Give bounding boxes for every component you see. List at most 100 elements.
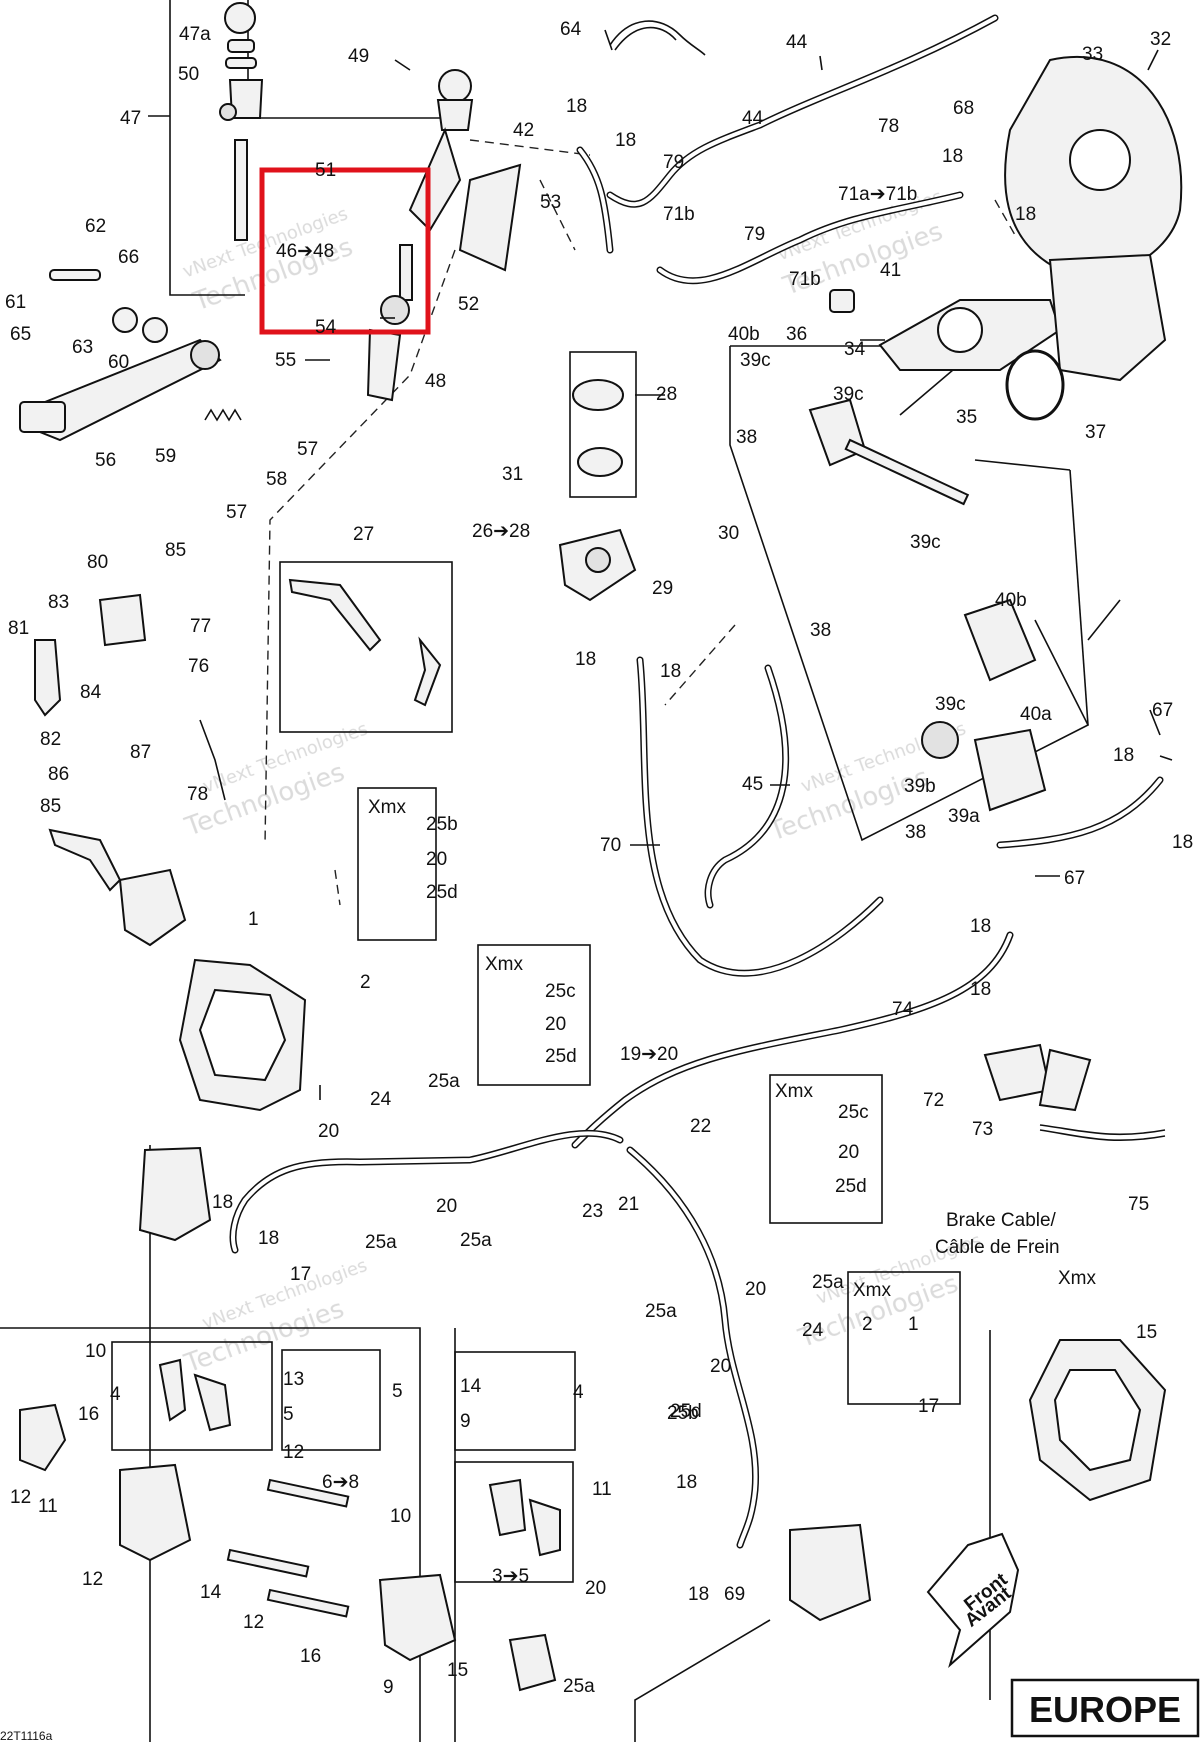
callout: 20 [745, 1279, 766, 1300]
xmx-inset-3 [769, 1074, 883, 1224]
callout: 5 [392, 1381, 403, 1402]
callout: 37 [1085, 422, 1106, 443]
figure-code: 22T1116a [0, 1729, 53, 1742]
callout: 72 [923, 1090, 944, 1111]
callout: 10 [390, 1506, 411, 1527]
callout: 17 [290, 1264, 311, 1285]
callout: 57 [226, 502, 247, 523]
callout: 4 [573, 1382, 584, 1403]
callout: 20 [436, 1196, 457, 1217]
callout: 44 [742, 108, 764, 129]
callout: 18 [1113, 745, 1134, 766]
callout: 49 [348, 46, 369, 67]
callout: 25a [460, 1230, 492, 1251]
callout: 79 [744, 224, 765, 245]
xmx-title: Xmx [775, 1081, 814, 1102]
callout: 80 [87, 552, 108, 573]
front-arrow: Front Avant [926, 1532, 1020, 1669]
callout: 66 [118, 247, 139, 268]
callout: 1 [908, 1314, 919, 1335]
callout: 40b [995, 590, 1027, 611]
callout: 63 [72, 337, 93, 358]
callout: 18 [676, 1472, 697, 1493]
callout: 5 [283, 1404, 294, 1425]
callout: 86 [48, 764, 69, 785]
callout: 76 [188, 656, 209, 677]
callout: 13 [283, 1369, 304, 1390]
callout: 15 [1136, 1322, 1157, 1343]
callout: 9 [460, 1411, 471, 1432]
callout: 47 [120, 108, 141, 129]
callout-labels: 47a 50 47 49 64 44 32 33 51 46➔48 53 52 … [5, 19, 1193, 1698]
callout: 39c [833, 384, 864, 405]
callout: 58 [266, 469, 287, 490]
callout: 40b [728, 324, 760, 345]
callout: 25d [426, 882, 458, 903]
callout: 67 [1064, 868, 1085, 889]
callout: 20 [426, 849, 447, 870]
callout: 71b [663, 204, 695, 225]
brake-cable-label: Brake Cable/ [946, 1210, 1057, 1231]
callout: 24 [370, 1089, 392, 1110]
callout: 82 [40, 729, 61, 750]
callout: 41 [880, 260, 901, 281]
callout: 2 [862, 1314, 873, 1335]
callout: 12 [10, 1487, 31, 1508]
callout: 39c [935, 694, 966, 715]
inset-frames [0, 0, 1090, 1742]
callout: 18 [688, 1584, 709, 1605]
callout: 34 [844, 339, 866, 360]
callout: 61 [5, 292, 26, 313]
callout: 20 [318, 1121, 339, 1142]
callout: 25a [645, 1301, 677, 1322]
callout: 56 [95, 450, 116, 471]
callout: 25a [812, 1272, 844, 1293]
callout: 33 [1082, 44, 1103, 65]
parts [19, 2, 1183, 1692]
callout: 71b [789, 269, 821, 290]
callout: 21 [618, 1194, 639, 1215]
callout: 18 [615, 130, 636, 151]
callout: 68 [953, 98, 974, 119]
callout: 83 [48, 592, 69, 613]
callout: 25c [545, 981, 576, 1002]
callout: 25a [365, 1232, 397, 1253]
callout: 4 [110, 1384, 121, 1405]
brake-lines [199, 14, 1166, 1549]
callout: 47a [179, 24, 211, 45]
callout: 12 [243, 1612, 264, 1633]
callout: 25d [670, 1401, 702, 1422]
callout: 16 [300, 1646, 321, 1667]
xmx-inset-2 [477, 944, 591, 1086]
callout: 25d [835, 1176, 867, 1197]
callout: 25d [545, 1046, 577, 1067]
callout: 18 [970, 979, 991, 1000]
callout: 60 [108, 352, 129, 373]
callout: 81 [8, 618, 29, 639]
callout: 11 [38, 1496, 58, 1517]
callout: 48 [425, 371, 446, 392]
callout: 30 [718, 523, 739, 544]
callout: 75 [1128, 1194, 1149, 1215]
callout: 79 [663, 152, 684, 173]
callout: 14 [200, 1582, 222, 1603]
callout: 2 [360, 972, 371, 993]
callout: 52 [458, 294, 479, 315]
callout: 39b [904, 776, 936, 797]
callout: 73 [972, 1119, 993, 1140]
callout: 11 [592, 1479, 612, 1500]
callout: 18 [942, 146, 963, 167]
callout: 69 [724, 1584, 745, 1605]
callout: 85 [40, 796, 61, 817]
callout: 9 [383, 1677, 394, 1698]
callout: 18 [1015, 204, 1036, 225]
callout: 40a [1020, 704, 1052, 725]
callout: 20 [545, 1014, 566, 1035]
callout: 18 [258, 1228, 279, 1249]
callout: 14 [460, 1376, 482, 1397]
callout: 25b [426, 814, 458, 835]
callout: 18 [575, 649, 596, 670]
callout: 57 [297, 439, 318, 460]
